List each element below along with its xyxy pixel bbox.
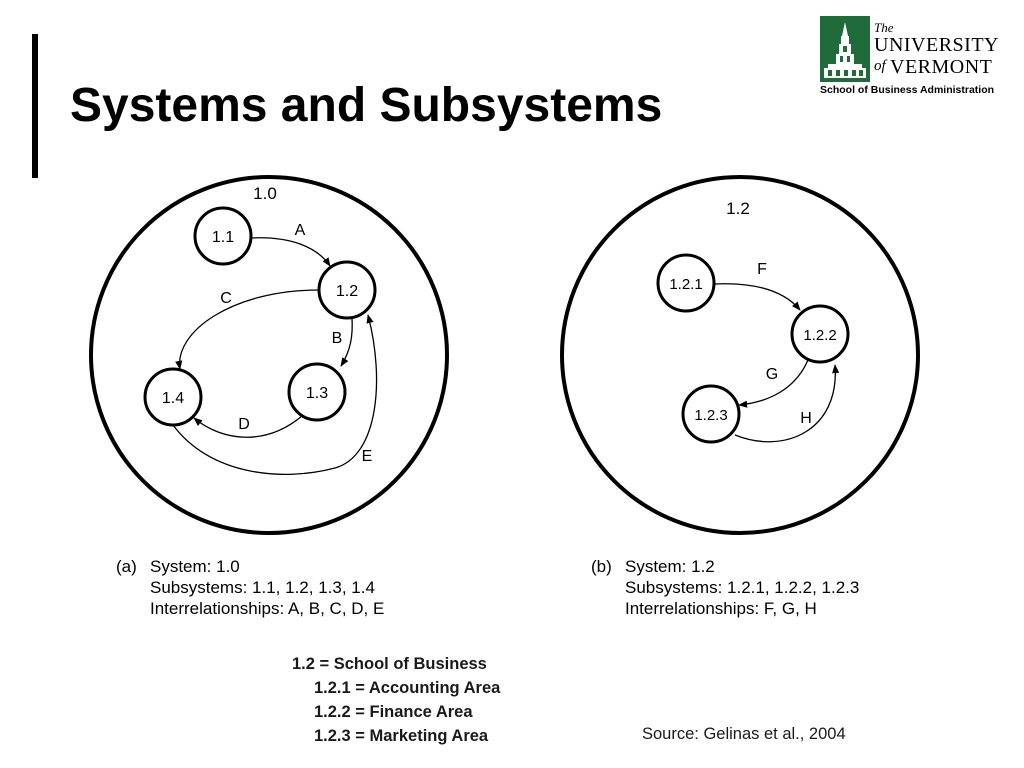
flow-G-label: G bbox=[766, 366, 778, 383]
system-1-0-boundary bbox=[89, 175, 449, 535]
legend-school: 1.2 = School of Business bbox=[292, 655, 487, 673]
flow-G bbox=[738, 359, 809, 408]
node-1-2-1-label: 1.2.1 bbox=[669, 276, 702, 293]
flow-B bbox=[340, 317, 353, 367]
slide-title: Systems and Subsystems bbox=[70, 79, 663, 132]
caption-b-system: System: 1.2 bbox=[625, 557, 715, 576]
flow-C-label: C bbox=[220, 290, 232, 307]
legend-finance: 1.2.2 = Finance Area bbox=[314, 703, 473, 721]
source-citation: Source: Gelinas et al., 2004 bbox=[642, 725, 846, 743]
flow-F-label: F bbox=[757, 261, 767, 278]
logo-of-text: of bbox=[874, 58, 886, 74]
flow-A bbox=[250, 237, 331, 267]
system-1-2-boundary bbox=[560, 175, 920, 535]
caption-b-tag: (b) bbox=[591, 557, 612, 576]
logo-school-text: School of Business Administration bbox=[820, 84, 995, 96]
flow-F bbox=[713, 283, 801, 311]
flow-B-label: B bbox=[332, 330, 343, 347]
node-1-3-label: 1.3 bbox=[306, 385, 328, 402]
system-1-2-label: 1.2 bbox=[726, 199, 750, 218]
caption-a-interrelationships: Interrelationships: A, B, C, D, E bbox=[150, 599, 385, 618]
diagram-a-caption: (a) System: 1.0 Subsystems: 1.1, 1.2, 1.3… bbox=[116, 556, 384, 619]
logo-the-text: The bbox=[874, 20, 894, 35]
flow-H-label: H bbox=[800, 410, 812, 427]
caption-a-subsystems: Subsystems: 1.1, 1.2, 1.3, 1.4 bbox=[150, 578, 375, 597]
flow-D bbox=[193, 415, 303, 438]
logo-vermont-text: VERMONT bbox=[890, 56, 993, 78]
node-1-2-1 bbox=[656, 253, 716, 313]
flow-C bbox=[175, 289, 320, 370]
flow-E-label: E bbox=[362, 448, 373, 465]
flow-E bbox=[172, 314, 378, 475]
caption-a-system: System: 1.0 bbox=[150, 557, 240, 576]
diagram-b-caption: (b) System: 1.2 Subsystems: 1.2.1, 1.2.2,… bbox=[591, 556, 859, 619]
building-tower-icon bbox=[820, 16, 870, 82]
node-1-1-label: 1.1 bbox=[212, 229, 234, 246]
node-1-2-label: 1.2 bbox=[336, 283, 358, 300]
caption-b-interrelationships: Interrelationships: F, G, H bbox=[625, 599, 817, 618]
legend-accounting: 1.2.1 = Accounting Area bbox=[314, 679, 501, 697]
flow-A-label: A bbox=[295, 222, 306, 239]
flow-H bbox=[734, 364, 840, 443]
caption-b-subsystems: Subsystems: 1.2.1, 1.2.2, 1.2.3 bbox=[625, 578, 860, 597]
university-logo: The UNIVERSITY of VERMONT School of Busi… bbox=[818, 16, 1000, 98]
diagram-a: 1.0 1.1 1.2 1.3 1.4 A B C D E bbox=[89, 175, 449, 535]
node-1-4-label: 1.4 bbox=[162, 390, 184, 407]
system-1-0-label: 1.0 bbox=[253, 184, 277, 203]
flow-D-label: D bbox=[238, 416, 250, 433]
area-legend: 1.2 = School of Business 1.2.1 = Account… bbox=[292, 652, 500, 748]
node-1-3 bbox=[287, 362, 347, 422]
node-1-2-2 bbox=[790, 304, 850, 364]
legend-marketing: 1.2.3 = Marketing Area bbox=[314, 727, 489, 745]
node-1-2-3 bbox=[681, 384, 741, 444]
diagram-b: 1.2 1.2.1 1.2.2 1.2.3 F G H bbox=[560, 175, 920, 535]
node-1-2-2-label: 1.2.2 bbox=[803, 327, 836, 344]
logo-university-text: UNIVERSITY bbox=[874, 34, 999, 56]
node-1-1 bbox=[193, 206, 253, 266]
node-1-2-3-label: 1.2.3 bbox=[694, 407, 727, 424]
caption-a-tag: (a) bbox=[116, 557, 137, 576]
title-accent-bar bbox=[32, 34, 38, 178]
